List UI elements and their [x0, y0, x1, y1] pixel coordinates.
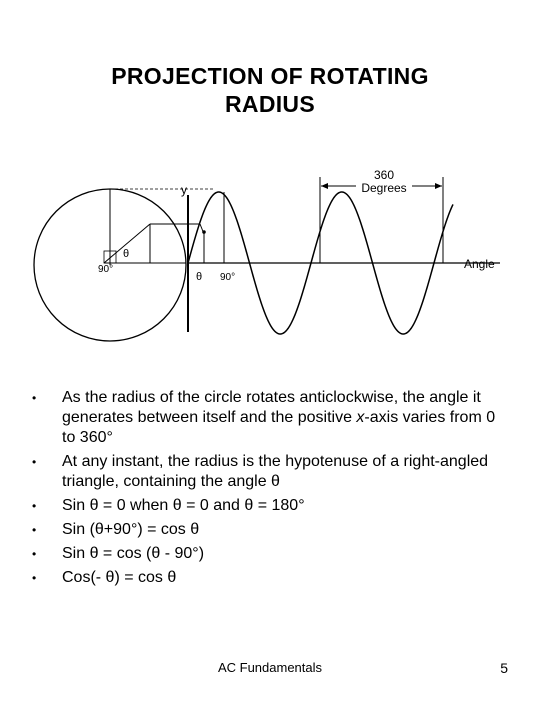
bullet-list: •As the radius of the circle rotates ant…	[32, 388, 502, 592]
bullet-dot: •	[32, 571, 37, 585]
bullet-dot: •	[32, 547, 37, 561]
bullet-item: •Sin θ = cos (θ - 90°)	[32, 545, 205, 562]
angle-axis-label: Angle	[464, 257, 495, 271]
slide-title-line2: RADIUS	[225, 91, 315, 117]
bullet-dot: •	[32, 523, 37, 537]
period-unit-label: Degrees	[361, 181, 406, 195]
period-arrowhead-right	[435, 183, 442, 189]
bullet-item: •At any instant, the radius is the hypot…	[32, 453, 489, 490]
right-angle-box	[103, 250, 117, 264]
period-value-label: 360	[374, 168, 394, 182]
theta-label: θ	[123, 248, 129, 260]
bullet-item: •Cos(- θ) = cos θ	[32, 569, 177, 586]
page-number: 5	[500, 660, 508, 676]
wave-theta-label: θ	[196, 271, 202, 283]
bullet-dot: •	[32, 391, 37, 405]
projection-point	[202, 230, 206, 234]
rotating-radius-diagram: 360 Degrees y θ 90° θ 90° Angle	[33, 168, 500, 342]
bullet-item: •As the radius of the circle rotates ant…	[32, 389, 496, 446]
y-axis-label: y	[181, 183, 187, 197]
bullet-dot: •	[32, 455, 37, 469]
wave-ninety-label: 90°	[220, 272, 235, 283]
bullet-item: •Sin θ = 0 when θ = 0 and θ = 180°	[32, 497, 305, 514]
right-angle-label: 90°	[98, 264, 113, 275]
bullet-dot: •	[32, 499, 37, 513]
slide-title: PROJECTION OF ROTATING RADIUS	[0, 62, 540, 118]
footer-title: AC Fundamentals	[217, 660, 323, 675]
rotating-radius-line	[103, 223, 151, 264]
period-arrowhead-left	[321, 183, 328, 189]
bullet-item: •Sin (θ+90°) = cos θ	[32, 521, 200, 538]
slide-title-line1: PROJECTION OF ROTATING	[111, 63, 429, 89]
slide-footer: AC Fundamentals 5	[0, 660, 540, 680]
